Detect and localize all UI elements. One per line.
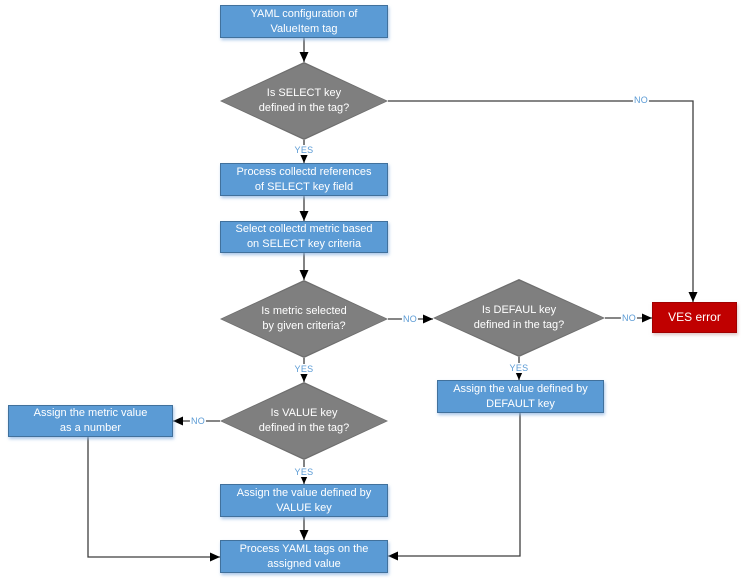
node-is-value-key: Is VALUE key defined in the tag? xyxy=(220,382,388,460)
node-assign-default-label: Assign the value defined by DEFAULT key xyxy=(453,382,588,410)
node-is-default-key: Is DEFAUL key defined in the tag? xyxy=(433,279,605,357)
edge-label-value-yes: YES xyxy=(293,467,315,477)
node-assign-default: Assign the value defined by DEFAULT key xyxy=(437,380,604,413)
node-assign-value-label: Assign the value defined by VALUE key xyxy=(236,486,372,514)
node-assign-metric-number: Assign the metric value as a number xyxy=(8,405,173,437)
node-yaml-config-label: YAML configuration of ValueItem tag xyxy=(250,7,358,35)
node-ves-error: VES error xyxy=(652,302,737,333)
node-process-yaml-tags: Process YAML tags on the assigned value xyxy=(220,540,388,573)
node-is-select-key: Is SELECT key defined in the tag? xyxy=(220,62,388,140)
node-process-yaml-tags-label: Process YAML tags on the assigned value xyxy=(239,542,369,570)
node-select-metric: Select collectd metric based on SELECT k… xyxy=(220,221,388,253)
edge-assign-metric-to-process-yaml xyxy=(87,437,220,562)
edge-label-value-no: NO xyxy=(189,416,207,426)
node-yaml-config: YAML configuration of ValueItem tag xyxy=(220,5,388,38)
node-assign-metric-number-label: Assign the metric value as a number xyxy=(33,407,148,434)
edge-label-default-no: NO xyxy=(620,313,638,323)
edge-assign-default-to-process-yaml xyxy=(388,413,521,561)
edge-select-no-to-ves-error xyxy=(388,100,698,302)
node-process-references-label: Process collectd references of SELECT ke… xyxy=(236,165,372,193)
node-is-value-key-label: Is VALUE key defined in the tag? xyxy=(258,407,350,434)
node-select-metric-label: Select collectd metric based on SELECT k… xyxy=(235,223,373,250)
node-assign-value: Assign the value defined by VALUE key xyxy=(220,484,388,517)
edge-label-default-yes: YES xyxy=(508,363,530,373)
node-ves-error-label: VES error xyxy=(668,310,721,324)
node-is-metric-selected-label: Is metric selected by given criteria? xyxy=(261,305,347,332)
edge-label-metric-yes: YES xyxy=(293,364,315,374)
edge-label-metric-no: NO xyxy=(401,314,419,324)
edge-label-select-yes: YES xyxy=(293,145,315,155)
node-is-default-key-label: Is DEFAUL key defined in the tag? xyxy=(473,304,565,331)
node-process-references: Process collectd references of SELECT ke… xyxy=(220,163,388,196)
node-is-metric-selected: Is metric selected by given criteria? xyxy=(220,280,388,358)
node-is-select-key-label: Is SELECT key defined in the tag? xyxy=(258,87,350,114)
edge-label-select-no: NO xyxy=(632,95,650,105)
